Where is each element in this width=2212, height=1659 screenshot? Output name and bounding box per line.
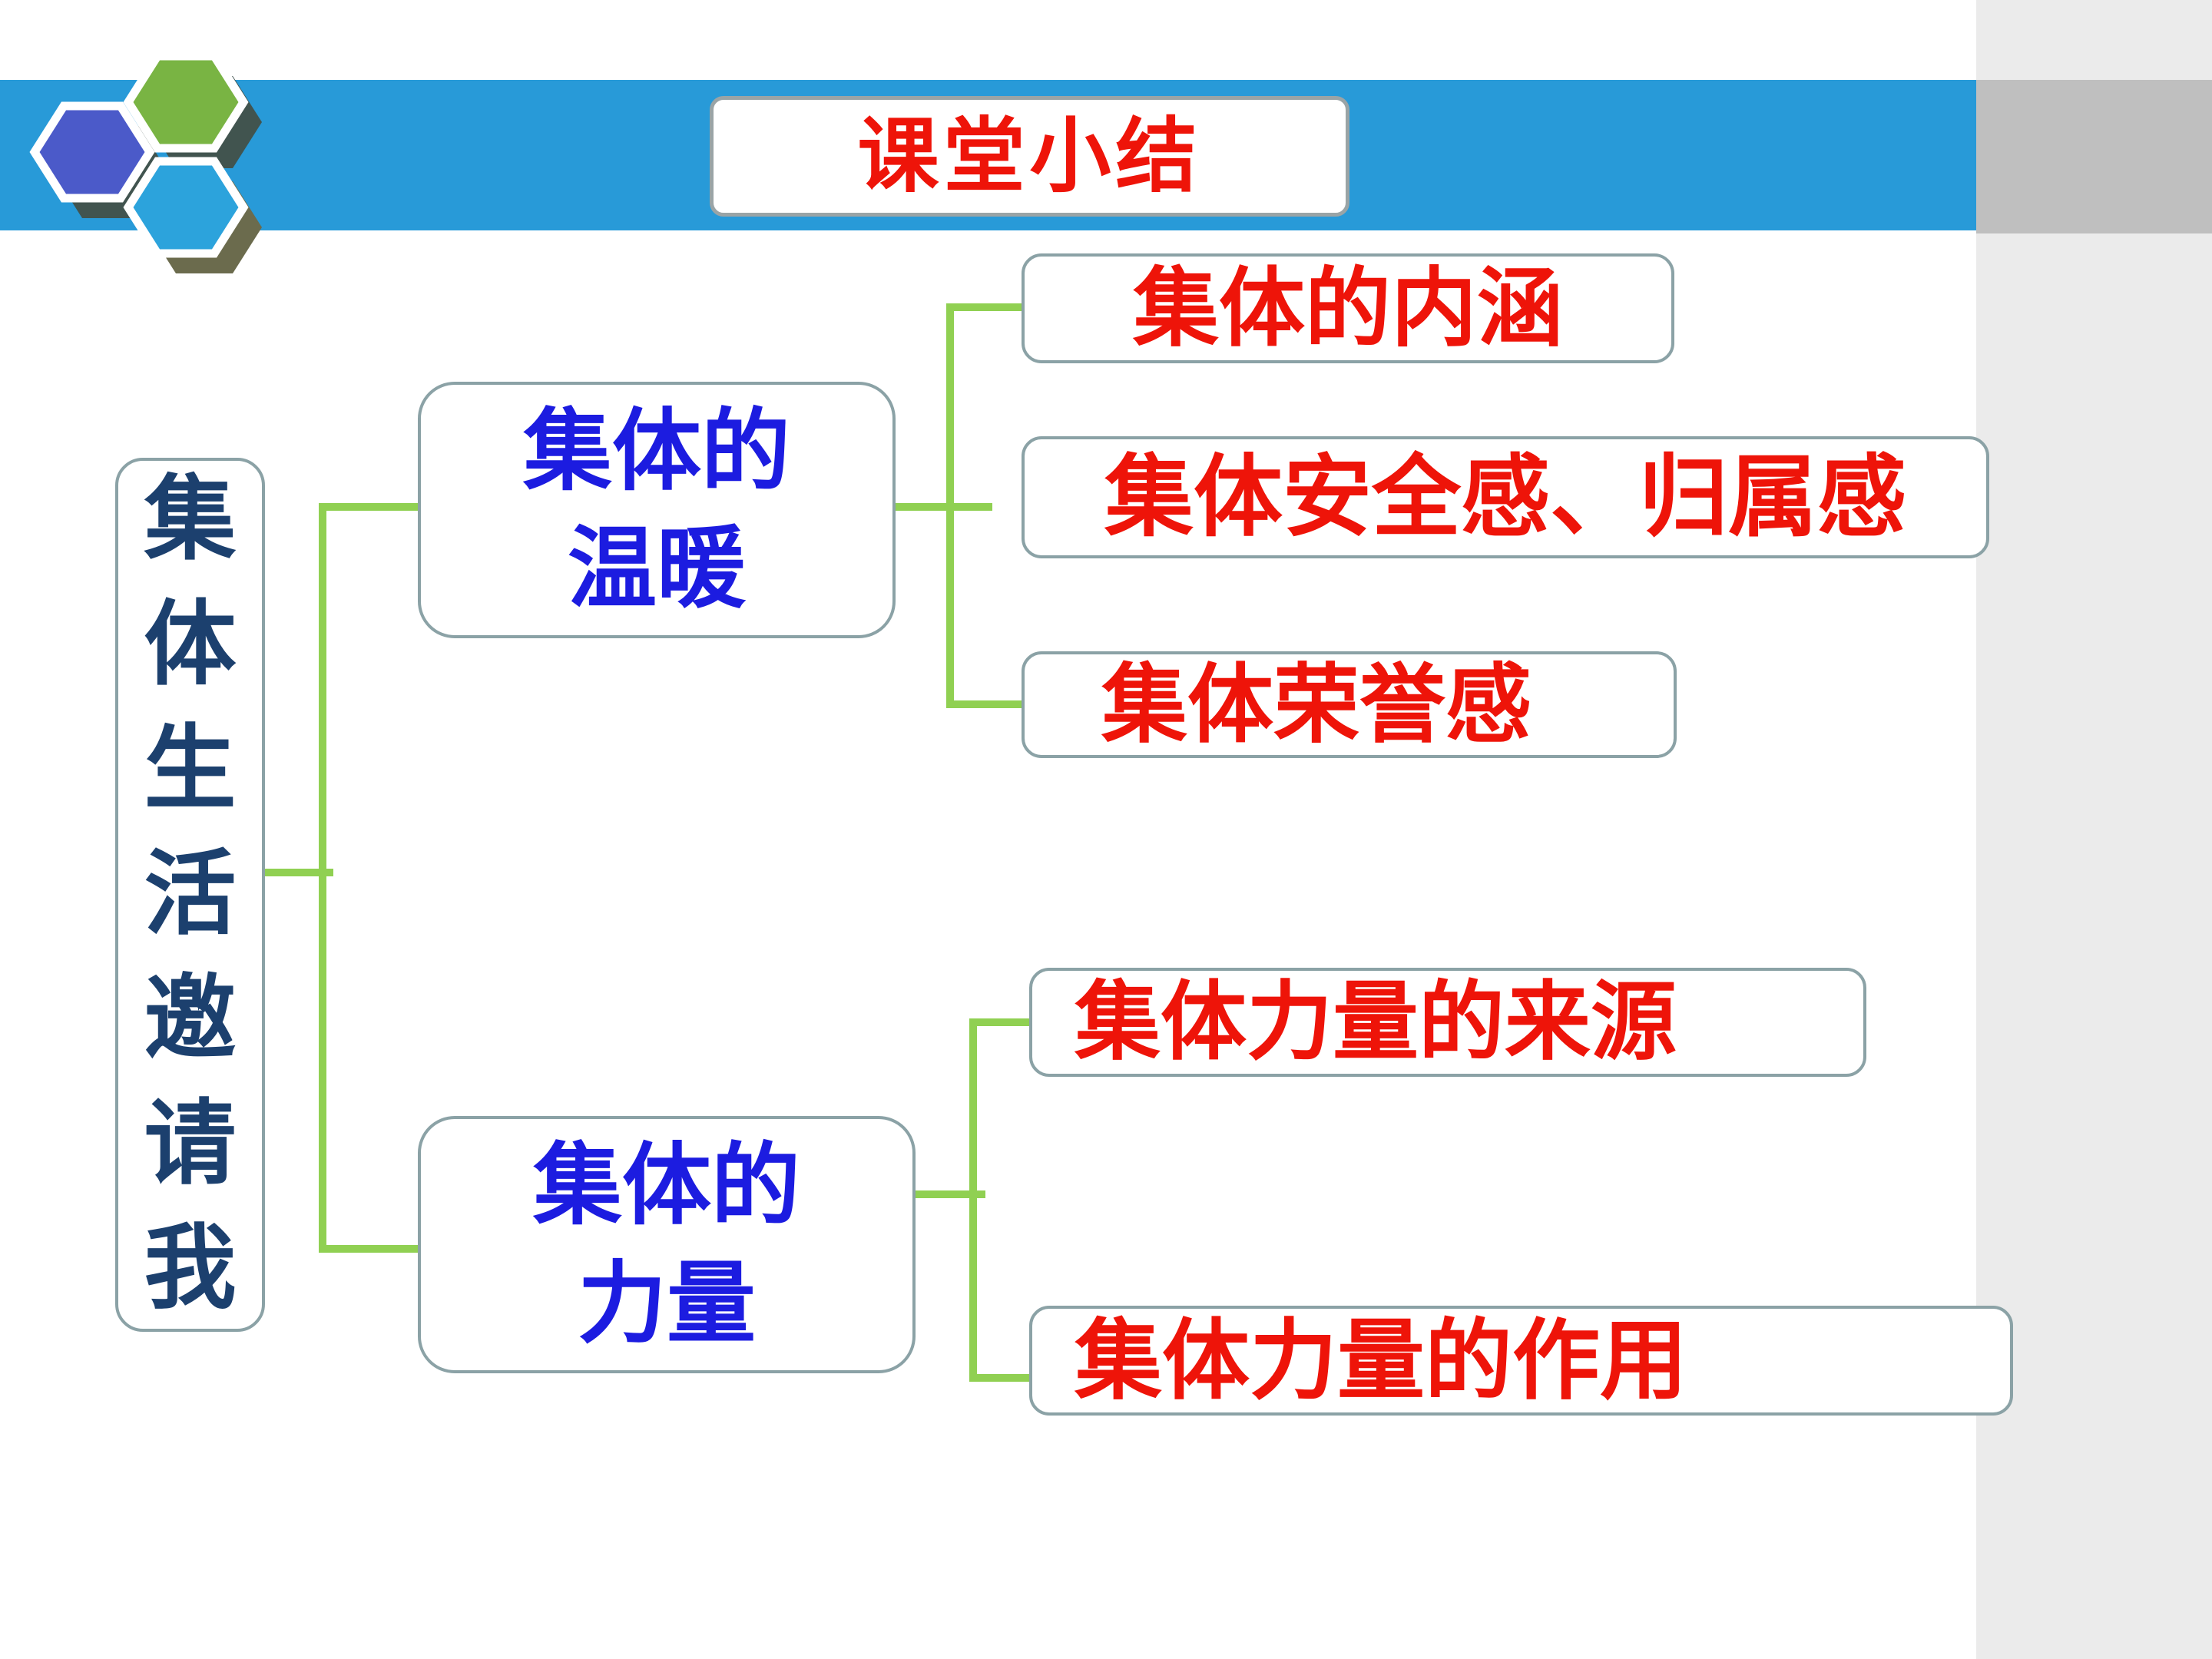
root-node: 集体生活邀请我 <box>115 458 265 1332</box>
branch-node-power: 集体的 力量 <box>418 1116 916 1373</box>
leaf-node-label: 集体安全感、归属感 <box>1104 445 1906 549</box>
branch-node-label: 集体的 力量 <box>533 1134 800 1356</box>
cyan-hexagon-icon <box>123 157 249 258</box>
connector-bracket2-vertical <box>969 1018 977 1382</box>
green-hexagon-icon <box>123 51 249 153</box>
slide-title: 课堂小结 <box>857 108 1202 204</box>
branch-node-warmth: 集体的 温暖 <box>418 382 896 638</box>
connector-branch1-out <box>896 503 992 511</box>
violet-hexagon-icon <box>29 101 155 203</box>
connector-stub-branch-1 <box>326 503 418 511</box>
connector-branch2-out <box>916 1190 985 1198</box>
connector-stub-leaf-3 <box>954 700 1023 708</box>
connector-root-out <box>265 869 333 876</box>
leaf-node-honor: 集体荣誉感 <box>1022 651 1677 758</box>
connector-stub-leaf-1 <box>954 303 1023 311</box>
leaf-node-label: 集体的内涵 <box>1133 258 1563 359</box>
connector-stub-leaf-4 <box>977 1018 1037 1026</box>
root-node-label: 集体生活邀请我 <box>144 465 237 1323</box>
branch-node-label: 集体的 温暖 <box>523 399 790 621</box>
leaf-node-connotation: 集体的内涵 <box>1022 253 1674 363</box>
connector-left-bracket-vertical <box>319 503 326 1253</box>
leaf-node-label: 集体力量的作用 <box>1075 1309 1688 1412</box>
leaf-node-security-belonging: 集体安全感、归属感 <box>1022 436 1989 558</box>
connector-stub-leaf-5 <box>977 1374 1037 1382</box>
hexagon-logo-icon <box>29 51 262 273</box>
slide-title-box: 课堂小结 <box>710 96 1349 217</box>
leaf-node-power-source: 集体力量的来源 <box>1029 968 1866 1077</box>
right-gray-stripe <box>1976 0 2212 1659</box>
connector-bracket1-vertical <box>946 303 954 708</box>
right-stripe-dark-band <box>1976 80 2212 233</box>
leaf-node-label: 集体力量的来源 <box>1075 972 1677 1072</box>
connector-stub-branch-2 <box>326 1245 418 1253</box>
leaf-node-power-effect: 集体力量的作用 <box>1029 1306 2013 1416</box>
leaf-node-label: 集体荣誉感 <box>1101 654 1532 755</box>
